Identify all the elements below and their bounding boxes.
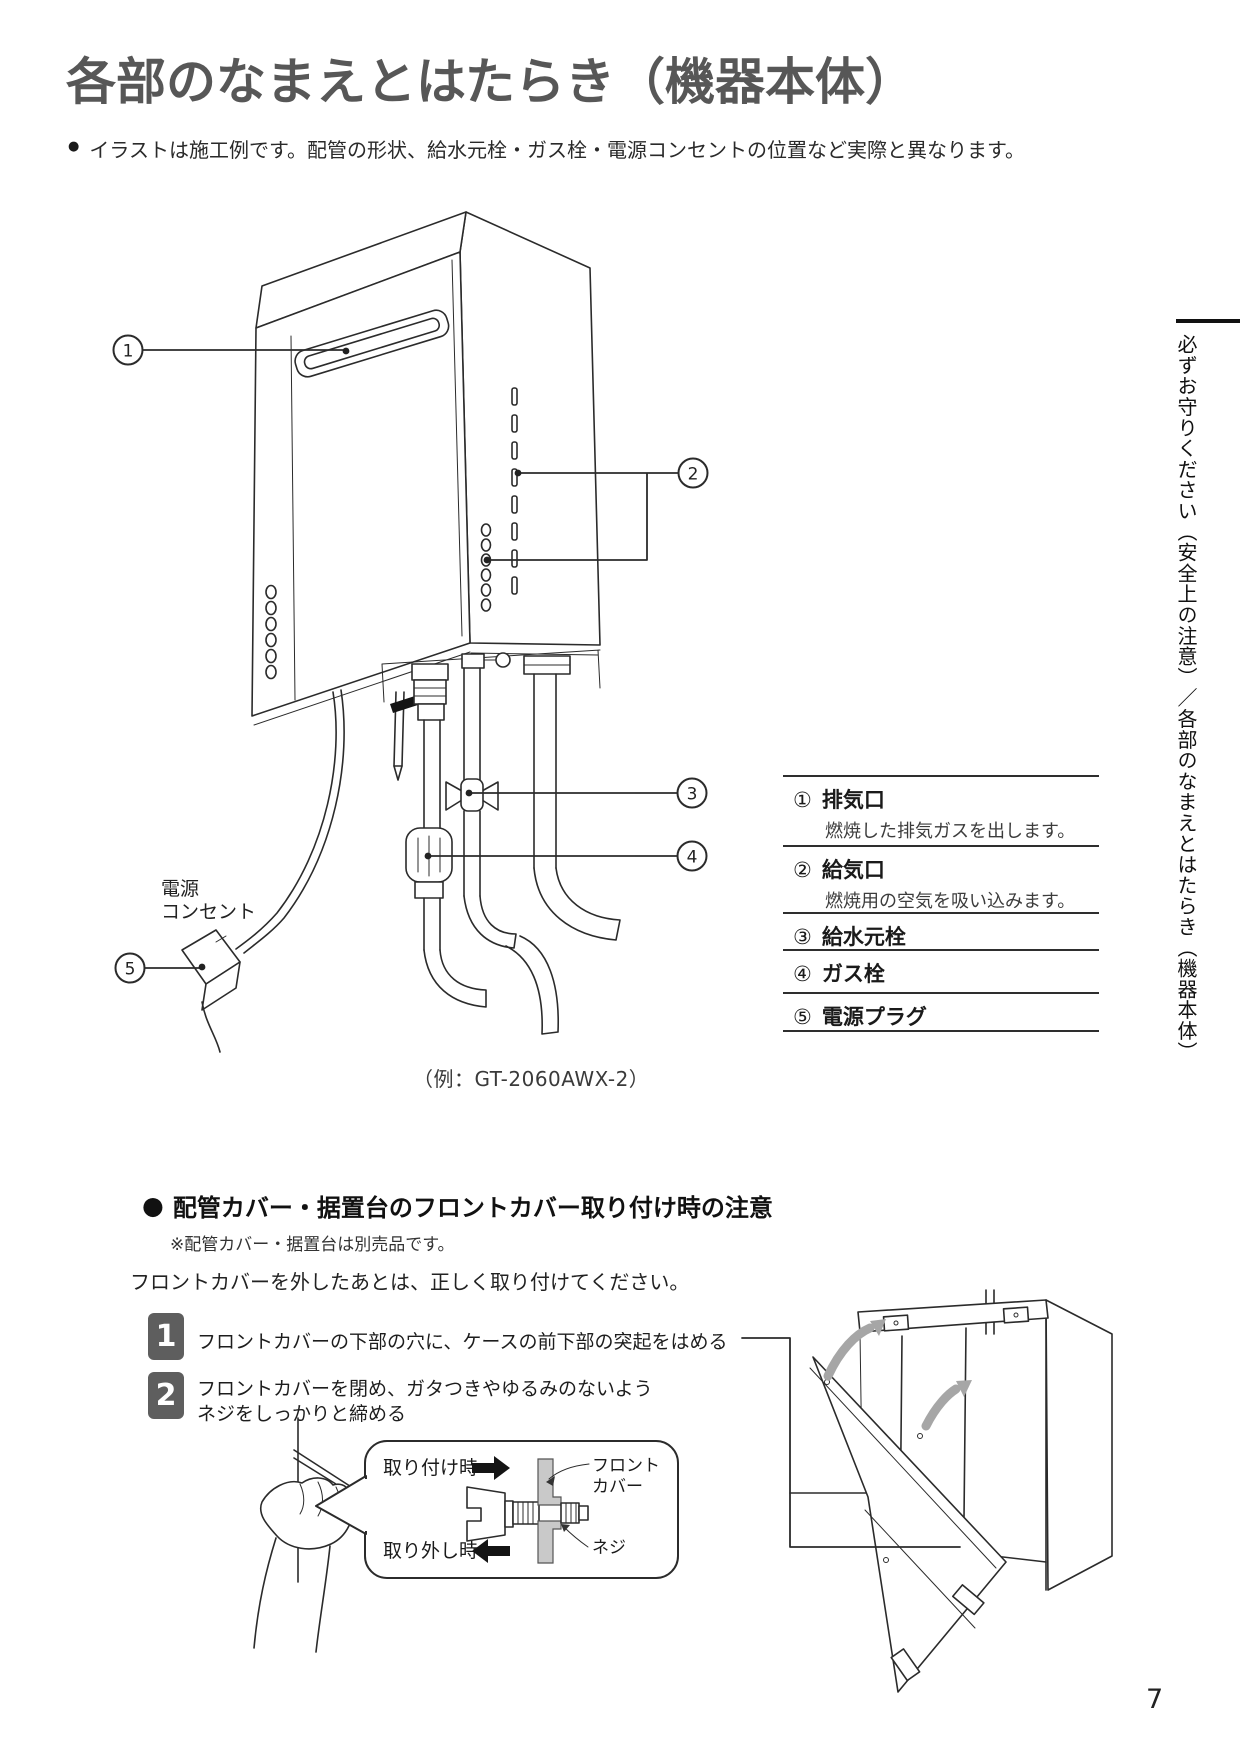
- cover-label-line1: フロント: [592, 1456, 660, 1476]
- intro-text: イラストは施工例です。配管の形状、給水元栓・ガス栓・電源コンセントの位置など実際…: [89, 138, 1025, 162]
- exhaust-vent-slot: [294, 309, 450, 378]
- side-tab-rule: [1176, 319, 1240, 323]
- page-title: 各部のなまえとはたらき（機器本体）: [66, 53, 915, 111]
- hand-holding-cover: [253, 1417, 357, 1653]
- unit-body: [251, 211, 601, 726]
- cabinet: [857, 1289, 1113, 1591]
- bullet-icon: ●: [68, 139, 80, 154]
- screw-pointer-arrowhead: [561, 1524, 570, 1532]
- right-arrow-icon: [472, 1456, 510, 1480]
- power-plug: [181, 929, 241, 1053]
- callout-3: 3: [465, 777, 708, 809]
- screw-inset-illustration: 取り付け時 フロント カバー ネジ 取り外し時: [253, 1417, 679, 1653]
- model-caption: （例：GT-2060AWX-2）: [413, 1067, 650, 1091]
- callout-5: 5: [114, 952, 206, 984]
- callout-2-number: 2: [688, 465, 699, 485]
- screw-diagram: 取り付け時 フロント カバー ネジ 取り外し時: [383, 1456, 660, 1564]
- water-stop-valve: [445, 778, 499, 812]
- power-cord: [235, 689, 345, 954]
- close-direction-arrows: [823, 1319, 972, 1431]
- step1-leader-line: [741, 1337, 961, 1548]
- open-front-cover: [809, 1356, 1007, 1693]
- notice-heading: ● 配管カバー・据置台のフロントカバー取り付け時の注意: [142, 1191, 773, 1222]
- detach-label: 取り外し時: [383, 1540, 478, 1562]
- callout-1-number: 1: [123, 342, 134, 362]
- catch-bracket-left: [882, 1314, 910, 1332]
- callout-2: 2: [483, 457, 709, 564]
- water-pipe: [445, 652, 559, 1035]
- bullet-icon: ●: [142, 1191, 164, 1220]
- callout-3-number: 3: [687, 785, 698, 805]
- step-2-text: フロントカバーを閉め、ガタつきやゆるみのないよう ネジをしっかりと締める: [197, 1378, 653, 1425]
- attach-label: 取り付け時: [383, 1457, 478, 1479]
- screw-label: ネジ: [592, 1538, 626, 1558]
- cover-label-line2: カバー: [592, 1477, 643, 1497]
- step-1-badge: 1: [148, 1313, 184, 1360]
- cover-pointer-arrowhead: [546, 1476, 555, 1486]
- front-air-holes: [265, 584, 277, 680]
- side-tab-vertical-text: 必ずお守りください（安全上の注意）／各部のなまえとはたらき（機器本体）: [1174, 334, 1198, 1062]
- notice-lead: フロントカバーを外したあとは、正しく取り付けてください。: [130, 1270, 690, 1294]
- side-intake-slots: [511, 387, 518, 595]
- callout-5-number: 5: [125, 960, 136, 980]
- notice-note: ※配管カバー・据置台は別売品です。: [170, 1235, 455, 1255]
- page-number: 7: [1146, 1684, 1164, 1715]
- left-arrow-icon: [472, 1539, 510, 1563]
- side-intake-holes: [480, 523, 492, 612]
- step-2-badge: 2: [148, 1372, 184, 1419]
- callout-4: 4: [424, 840, 708, 872]
- intro-note: ● イラストは施工例です。配管の形状、給水元栓・ガス栓・電源コンセントの位置など…: [68, 134, 1025, 163]
- callout-4-number: 4: [687, 848, 698, 868]
- hot-water-pipe: [523, 655, 621, 941]
- step-1-text: フロントカバーの下部の穴に、ケースの前下部の突起をはめる: [197, 1331, 728, 1353]
- catch-bracket-right: [1002, 1306, 1030, 1324]
- water-heater-illustration: 1 2 3 4 5: [112, 211, 709, 1053]
- front-cover-attach-illustration: [741, 1289, 1113, 1693]
- callout-1: 1: [112, 334, 350, 366]
- gas-pipe: [405, 663, 487, 1008]
- power-outlet-label: 電源 コンセント: [161, 878, 257, 923]
